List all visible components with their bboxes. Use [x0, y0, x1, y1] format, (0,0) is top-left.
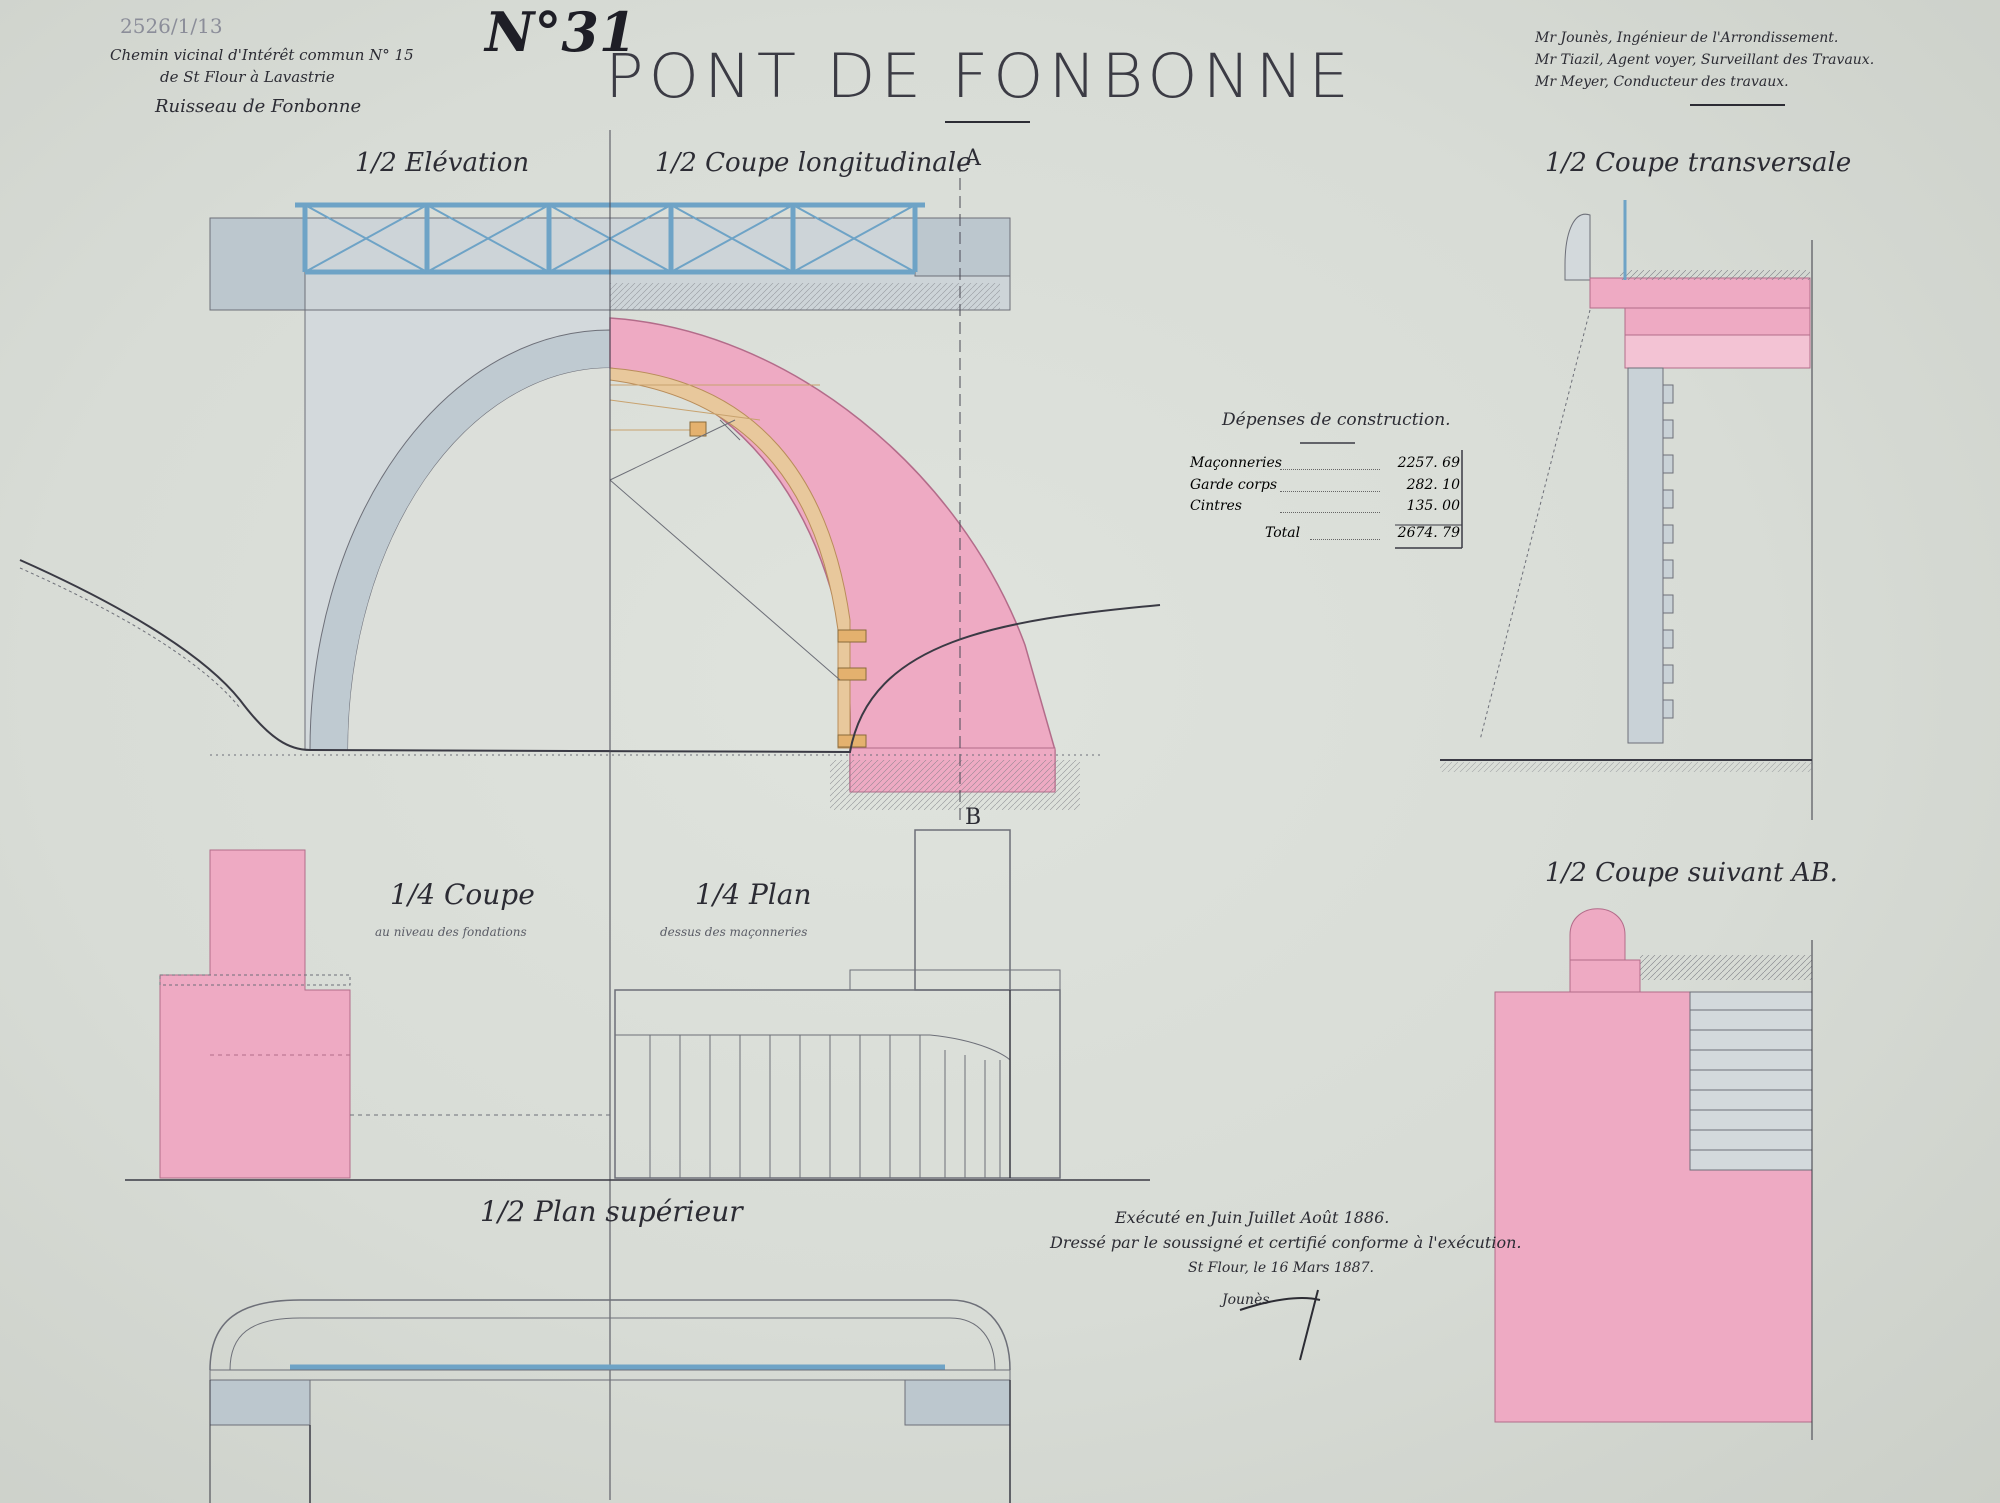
- archive-stamp-number: 2526/1/13: [120, 14, 223, 38]
- cost-value: 135. 00: [1406, 498, 1460, 514]
- label-elevation: 1/2 Elévation: [355, 148, 530, 178]
- header-left-line3: Ruisseau de Fonbonne: [155, 96, 362, 117]
- plate-number: N°31: [485, 0, 637, 64]
- cost-value: 2257. 69: [1397, 455, 1460, 471]
- transverse-section: [1440, 200, 1813, 820]
- timber-centering: [609, 367, 851, 749]
- cost-value: 282. 10: [1406, 477, 1460, 493]
- guard-rail: [295, 202, 925, 275]
- certification-line3: St Flour, le 16 Mars 1887.: [1188, 1260, 1374, 1276]
- ground-line: [19, 559, 1161, 754]
- label-foundation-sub: au niveau des fondations: [375, 925, 527, 939]
- abutment-wall: [1627, 367, 1664, 744]
- marker-b: B: [965, 805, 982, 830]
- upper-plan: [209, 1299, 1011, 1503]
- certification-line1: Exécuté en Juin Juillet Août 1886.: [1115, 1208, 1390, 1227]
- roadway-layer: [1624, 334, 1811, 369]
- foundation-masonry: [159, 849, 351, 1179]
- header-left-line1: Chemin vicinal d'Intérêt commun N° 15: [110, 46, 414, 64]
- cost-total-value: 2674. 79: [1397, 525, 1460, 541]
- section-ab: [1494, 908, 1813, 1440]
- label-section-ab: 1/2 Coupe suivant AB.: [1545, 858, 1838, 888]
- cost-label: Maçonneries: [1190, 455, 1282, 471]
- cost-total-row: Total 2674. 79: [1190, 525, 1460, 545]
- label-plan-sub: dessus des maçonneries: [660, 925, 808, 939]
- signature-flourish: [1239, 1289, 1321, 1361]
- elevation-view: [19, 130, 1161, 1500]
- marker-a: A: [965, 146, 981, 171]
- header-right-line2: Mr Tiazil, Agent voyer, Surveillant des …: [1535, 52, 1875, 68]
- cost-label: Cintres: [1190, 498, 1242, 514]
- header-left-line2: de St Flour à Lavastrie: [160, 68, 335, 86]
- certification-line2: Dressé par le soussigné et certifié conf…: [1050, 1233, 1522, 1252]
- drawing-title: PONT DE FONBONNE: [605, 41, 1354, 113]
- plan-courses: [615, 1034, 1001, 1178]
- centering-block: [689, 421, 707, 437]
- label-transverse-section: 1/2 Coupe transversale: [1545, 148, 1852, 178]
- left-parapet-block: [209, 217, 306, 311]
- wall-courses: [1662, 384, 1674, 719]
- label-plan: 1/4 Plan: [695, 878, 812, 911]
- foundation-section: [125, 849, 1150, 1181]
- cost-row: Cintres 135. 00: [1190, 498, 1460, 518]
- right-parapet-block: [914, 217, 1011, 277]
- signature: Jounès: [1222, 1292, 1270, 1308]
- deck-slab-section: [1589, 277, 1811, 309]
- plan-right-block: [904, 1379, 1011, 1426]
- header-right-line3: Mr Meyer, Conducteur des travaux.: [1535, 74, 1789, 90]
- roadway-fill: [610, 283, 1000, 310]
- backfill-courses: [1690, 1009, 1812, 1151]
- header-right-line1: Mr Jounès, Ingénieur de l'Arrondissement…: [1535, 30, 1839, 46]
- cost-table-title: Dépenses de construction.: [1222, 410, 1451, 430]
- plan-view: [614, 829, 1061, 1179]
- label-upper-plan: 1/2 Plan supérieur: [480, 1195, 743, 1228]
- label-longitudinal-section: 1/2 Coupe longitudinale: [655, 148, 972, 178]
- plan-left-block: [209, 1379, 311, 1426]
- cost-label: Garde corps: [1190, 477, 1278, 493]
- cost-row: Maçonneries 2257. 69: [1190, 455, 1460, 475]
- cost-row: Garde corps 282. 10: [1190, 477, 1460, 497]
- cost-table-frame: [1300, 442, 1463, 549]
- foundation-rock: [830, 760, 1080, 810]
- label-foundation-section: 1/4 Coupe: [390, 878, 535, 911]
- cost-total-label: Total: [1265, 525, 1301, 541]
- arch-opening-left: [348, 368, 610, 750]
